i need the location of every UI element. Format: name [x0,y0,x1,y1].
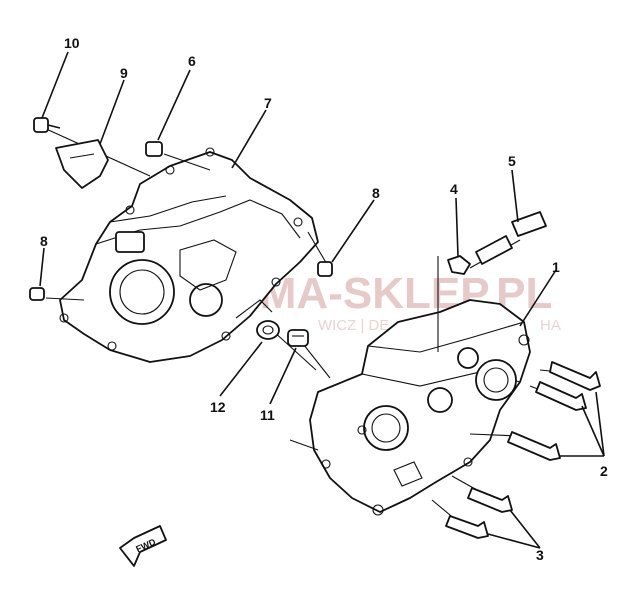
dowel-6-right [317,261,333,277]
watermark-tagline-right: HA [540,317,561,334]
bolts-2 [507,361,601,461]
callout-4: 4 [450,181,458,197]
callout-8-right: 8 [372,185,380,201]
callout-11: 11 [260,407,275,423]
bolts-3 [445,487,513,539]
callout-12: 12 [210,399,226,415]
leader-lines [39,51,605,549]
callout-2: 2 [600,463,608,479]
callout-10: 10 [64,35,80,51]
fitting-4 [447,255,471,275]
plate-9 [55,139,109,189]
callout-7: 7 [264,95,272,111]
callout-1: 1 [552,259,560,275]
seal-12 [256,320,280,340]
right-crankcase-half [309,299,531,516]
callout-numbers: 10 9 6 7 8 8 4 5 1 12 11 2 3 [40,35,608,563]
watermark-tagline: WICZ | DE [318,317,389,334]
fwd-arrow: FWD [119,525,167,567]
callout-6-top: 6 [188,53,196,69]
plug-11 [287,329,309,347]
bolt-10 [33,117,61,133]
callout-9: 9 [120,65,128,81]
dowel-6-top [145,141,163,157]
callout-5: 5 [508,153,516,169]
left-crankcase-half [59,147,319,363]
callout-3: 3 [536,547,544,563]
pipe-5 [475,211,547,265]
bolt-8 [29,287,45,301]
callout-8-left: 8 [40,233,48,249]
